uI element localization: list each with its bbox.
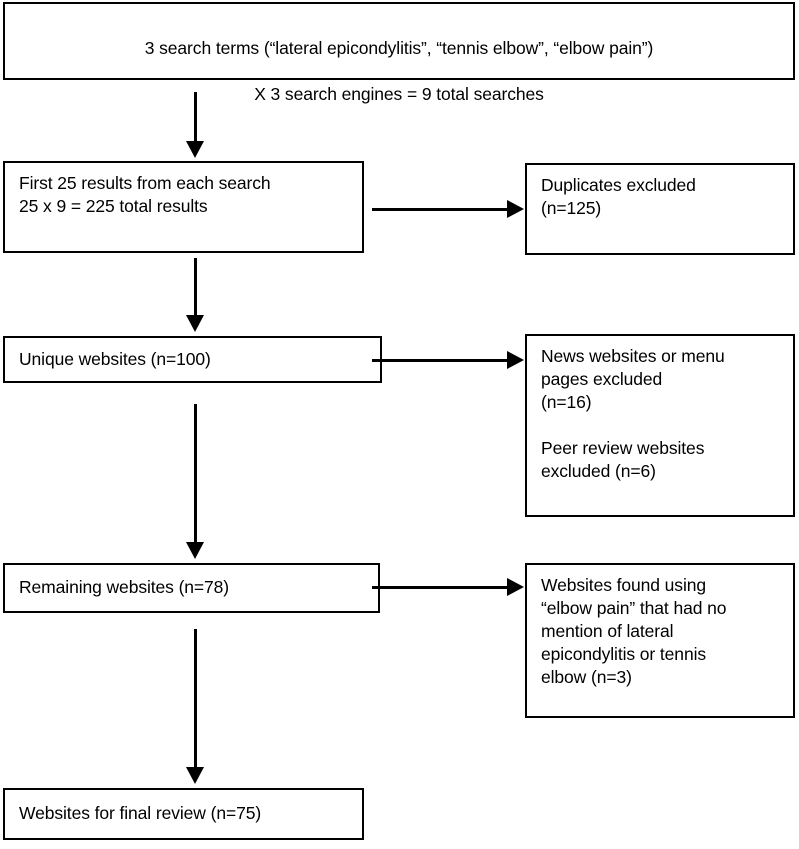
node-unique-websites: Unique websites (n=100): [3, 336, 382, 383]
arrow-down-remaining-to-final: [186, 629, 204, 784]
arrow-head: [507, 200, 524, 218]
arrow-head: [186, 767, 204, 784]
arrow-shaft: [194, 629, 197, 767]
node-duplicates-excluded: Duplicates excluded (n=125): [525, 163, 795, 255]
arrow-head: [507, 578, 524, 596]
arrow-head: [186, 542, 204, 559]
arrow-shaft: [194, 404, 197, 542]
node-first-25-results: First 25 results from each search 25 x 9…: [3, 161, 364, 253]
arrow-shaft: [194, 92, 197, 141]
node-websites-final-review: Websites for final review (n=75): [3, 788, 364, 840]
arrow-shaft: [372, 208, 507, 211]
arrow-right-results-to-duplicates: [372, 200, 524, 218]
arrow-shaft: [372, 359, 507, 362]
arrow-head: [186, 141, 204, 158]
arrow-right-remaining-to-elbowpain: [372, 578, 524, 596]
node-news-and-peer-review-excluded: News websites or menu pages excluded (n=…: [525, 334, 795, 517]
arrow-shaft: [194, 258, 197, 315]
arrow-head: [186, 315, 204, 332]
arrow-down-header-to-results: [186, 92, 204, 158]
arrow-head: [507, 351, 524, 369]
node-elbow-pain-no-mention-excluded: Websites found using “elbow pain” that h…: [525, 563, 795, 718]
node-search-terms: 3 search terms (“lateral epicondylitis”,…: [3, 2, 795, 104]
node-remaining-websites: Remaining websites (n=78): [3, 563, 380, 613]
arrow-shaft: [372, 586, 507, 589]
arrow-down-unique-to-remaining: [186, 404, 204, 559]
arrow-right-unique-to-news: [372, 351, 524, 369]
arrow-down-results-to-unique: [186, 258, 204, 332]
node-search-terms-line2: X 3 search engines = 9 total searches: [254, 84, 544, 105]
node-search-terms-line1: 3 search terms (“lateral epicondylitis”,…: [144, 38, 654, 59]
